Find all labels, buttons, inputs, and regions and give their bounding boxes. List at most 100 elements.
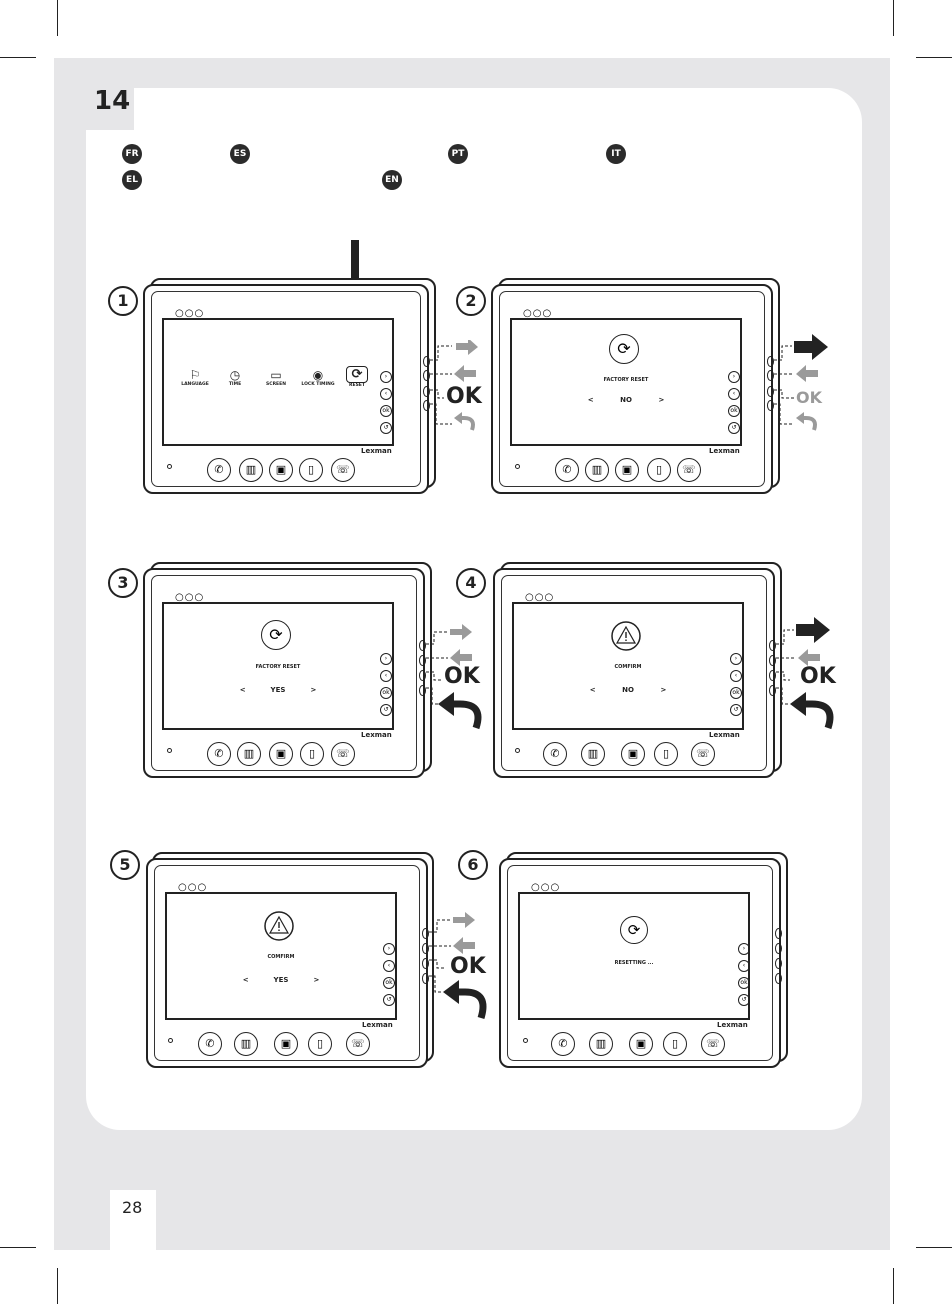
page-number: 28 bbox=[122, 1198, 143, 1217]
intercom-button: ✆ bbox=[207, 742, 231, 766]
screen-btn-ok: ok bbox=[738, 977, 750, 989]
arrow-left-icon bbox=[454, 365, 476, 382]
monitor: ○○○ ⟳ FACTORY RESET < YES > › ‹ ok ↺ Lex… bbox=[143, 568, 425, 778]
crop-mark bbox=[916, 1247, 952, 1248]
monitor-screen: COMFIRM < YES > bbox=[165, 892, 397, 1020]
arrow-left-icon bbox=[796, 365, 818, 382]
menu-title: RESETTING ... bbox=[614, 960, 654, 966]
gate-button: ▥ bbox=[585, 458, 609, 482]
menu-title: COMFIRM bbox=[267, 954, 295, 960]
edge-button bbox=[775, 958, 782, 969]
screen-btn-back: ↺ bbox=[380, 422, 392, 434]
lang-badge-fr: FR bbox=[122, 144, 142, 164]
intercom-button: ✆ bbox=[543, 742, 567, 766]
photo-button: ▣ bbox=[274, 1032, 298, 1056]
brand-logo: Lexman bbox=[361, 447, 392, 455]
edge-button bbox=[423, 386, 430, 397]
reset-icon: ⟳ bbox=[346, 366, 368, 383]
phone-button: ☏ bbox=[677, 458, 701, 482]
gate-button: ▥ bbox=[581, 742, 605, 766]
door-button: ▯ bbox=[299, 458, 323, 482]
warning-icon bbox=[611, 621, 641, 651]
screen-btn-back: ↺ bbox=[730, 704, 742, 716]
menu-language: ⚐ LANGUAGE bbox=[178, 368, 212, 387]
selected-value: NO bbox=[622, 686, 634, 694]
photo-button: ▣ bbox=[269, 458, 293, 482]
door-button: ▯ bbox=[308, 1032, 332, 1056]
monitor-screen: COMFIRM < NO > bbox=[512, 602, 744, 730]
photo-button: ▣ bbox=[629, 1032, 653, 1056]
selector-row: < YES > bbox=[164, 686, 392, 694]
screen-btn-next: › bbox=[738, 943, 750, 955]
screen-btn-prev: ‹ bbox=[730, 670, 742, 682]
edge-button bbox=[767, 400, 774, 411]
reset-icon: ⟳ bbox=[620, 916, 648, 944]
microphone bbox=[515, 748, 520, 753]
edge-button bbox=[419, 640, 426, 651]
screen-btn-ok: ok bbox=[728, 405, 740, 417]
ok-label: OK bbox=[800, 664, 836, 689]
arrow-right-icon bbox=[450, 624, 472, 640]
gate-button: ▥ bbox=[234, 1032, 258, 1056]
edge-button bbox=[422, 943, 429, 954]
edge-button bbox=[767, 356, 774, 367]
brand-logo: Lexman bbox=[709, 731, 740, 739]
edge-button bbox=[767, 370, 774, 381]
selector-row: < NO > bbox=[512, 396, 740, 404]
brand-logo: Lexman bbox=[709, 447, 740, 455]
intercom-button: ✆ bbox=[551, 1032, 575, 1056]
phone-button: ☏ bbox=[691, 742, 715, 766]
door-button: ▯ bbox=[663, 1032, 687, 1056]
screen-btn-ok: ok bbox=[380, 687, 392, 699]
edge-button bbox=[769, 655, 776, 666]
monitor: ○○○ ⚐ LANGUAGE ◷ TIME ▭ SCREEN ◉ LOCK TI… bbox=[143, 284, 429, 494]
lang-badge-pt: PT bbox=[448, 144, 468, 164]
monitor-screen: ⟳ FACTORY RESET < NO > bbox=[510, 318, 742, 446]
menu-time: ◷ TIME bbox=[220, 368, 250, 387]
phone-button: ☏ bbox=[331, 742, 355, 766]
led-indicators: ○○○ bbox=[175, 592, 205, 603]
gate-button: ▥ bbox=[237, 742, 261, 766]
intercom-button: ✆ bbox=[198, 1032, 222, 1056]
ok-label: OK bbox=[450, 954, 486, 979]
chevron-left-icon: < bbox=[239, 686, 246, 694]
edge-button bbox=[775, 928, 782, 939]
phone-button: ☏ bbox=[331, 458, 355, 482]
microphone bbox=[523, 1038, 528, 1043]
led-indicators: ○○○ bbox=[175, 308, 205, 319]
chevron-left-icon: < bbox=[589, 686, 596, 694]
brand-logo: Lexman bbox=[362, 1021, 393, 1029]
reset-icon: ⟳ bbox=[261, 620, 291, 650]
step-number: 3 bbox=[108, 568, 138, 598]
screen-btn-next: › bbox=[380, 653, 392, 665]
photo-button: ▣ bbox=[621, 742, 645, 766]
chapter-number: 14 bbox=[94, 86, 131, 116]
chevron-right-icon: > bbox=[660, 686, 667, 694]
step-number: 6 bbox=[458, 850, 488, 880]
microphone bbox=[515, 464, 520, 469]
door-button: ▯ bbox=[300, 742, 324, 766]
return-icon bbox=[802, 416, 817, 431]
screen-btn-next: › bbox=[730, 653, 742, 665]
door-button: ▯ bbox=[647, 458, 671, 482]
button-guides bbox=[774, 334, 828, 431]
arrow-left-icon bbox=[450, 649, 472, 666]
lang-badge-it: IT bbox=[606, 144, 626, 164]
crop-mark bbox=[0, 57, 36, 58]
screen-btn-next: › bbox=[728, 371, 740, 383]
edge-button bbox=[419, 670, 426, 681]
selector-row: < YES > bbox=[167, 976, 395, 984]
edge-button bbox=[422, 928, 429, 939]
arrow-right-icon bbox=[456, 340, 478, 355]
led-indicators: ○○○ bbox=[523, 308, 553, 319]
arrow-right-icon bbox=[794, 334, 828, 360]
arrow-left-icon bbox=[798, 649, 820, 666]
button-guides bbox=[426, 624, 482, 730]
edge-button bbox=[423, 370, 430, 381]
door-button: ▯ bbox=[654, 742, 678, 766]
photo-button: ▣ bbox=[269, 742, 293, 766]
screen-btn-next: › bbox=[383, 943, 395, 955]
menu-title: FACTORY RESET bbox=[255, 664, 301, 670]
screen-btn-back: ↺ bbox=[738, 994, 750, 1006]
screen-btn-prev: ‹ bbox=[380, 670, 392, 682]
